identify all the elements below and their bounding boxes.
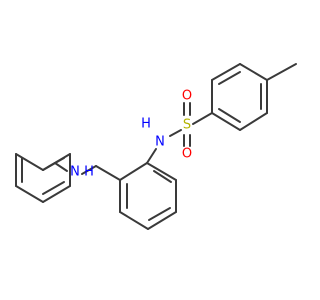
sulfonamide-n-label: N	[155, 135, 165, 150]
bond	[146, 148, 157, 164]
aromatic-bond	[148, 207, 171, 221]
bond	[211, 63, 241, 81]
benzyl-ring	[15, 153, 71, 203]
bond	[239, 63, 268, 81]
amine-n-label: N	[70, 165, 80, 180]
bond	[119, 162, 148, 181]
oxygen-top-label: O	[182, 89, 192, 104]
bond	[15, 153, 44, 171]
sulfonamide-nh: N H	[141, 117, 165, 164]
bond	[211, 112, 241, 131]
aromatic-bond	[42, 181, 65, 195]
amine-nh: N H	[54, 162, 97, 180]
sulfur-label: S	[183, 118, 191, 133]
central-aryl-ring	[95, 162, 177, 230]
benzylic-bond	[95, 165, 121, 181]
bond	[169, 129, 182, 137]
bond	[192, 112, 213, 125]
methyl-bond	[266, 63, 297, 81]
oxygen-bottom-label: O	[182, 147, 192, 162]
amine-h-label: H	[84, 165, 94, 180]
bond	[239, 112, 268, 131]
bond	[119, 211, 149, 230]
bond	[147, 211, 177, 230]
bond	[42, 185, 71, 203]
bond	[54, 162, 68, 172]
bond	[146, 162, 177, 181]
molecule-diagram: S O O N H N H	[0, 0, 300, 300]
bond	[81, 165, 97, 175]
bond	[15, 185, 44, 203]
aromatic-bond	[47, 157, 65, 168]
sulfonamide-h-label: H	[141, 117, 151, 132]
aromatic-bond	[218, 108, 241, 123]
canvas-background	[0, 0, 300, 300]
sulfonyl-group: S O O	[169, 89, 213, 162]
tolyl-ring	[211, 63, 297, 131]
aromatic-bond	[153, 170, 172, 183]
aromatic-bond	[218, 71, 241, 85]
